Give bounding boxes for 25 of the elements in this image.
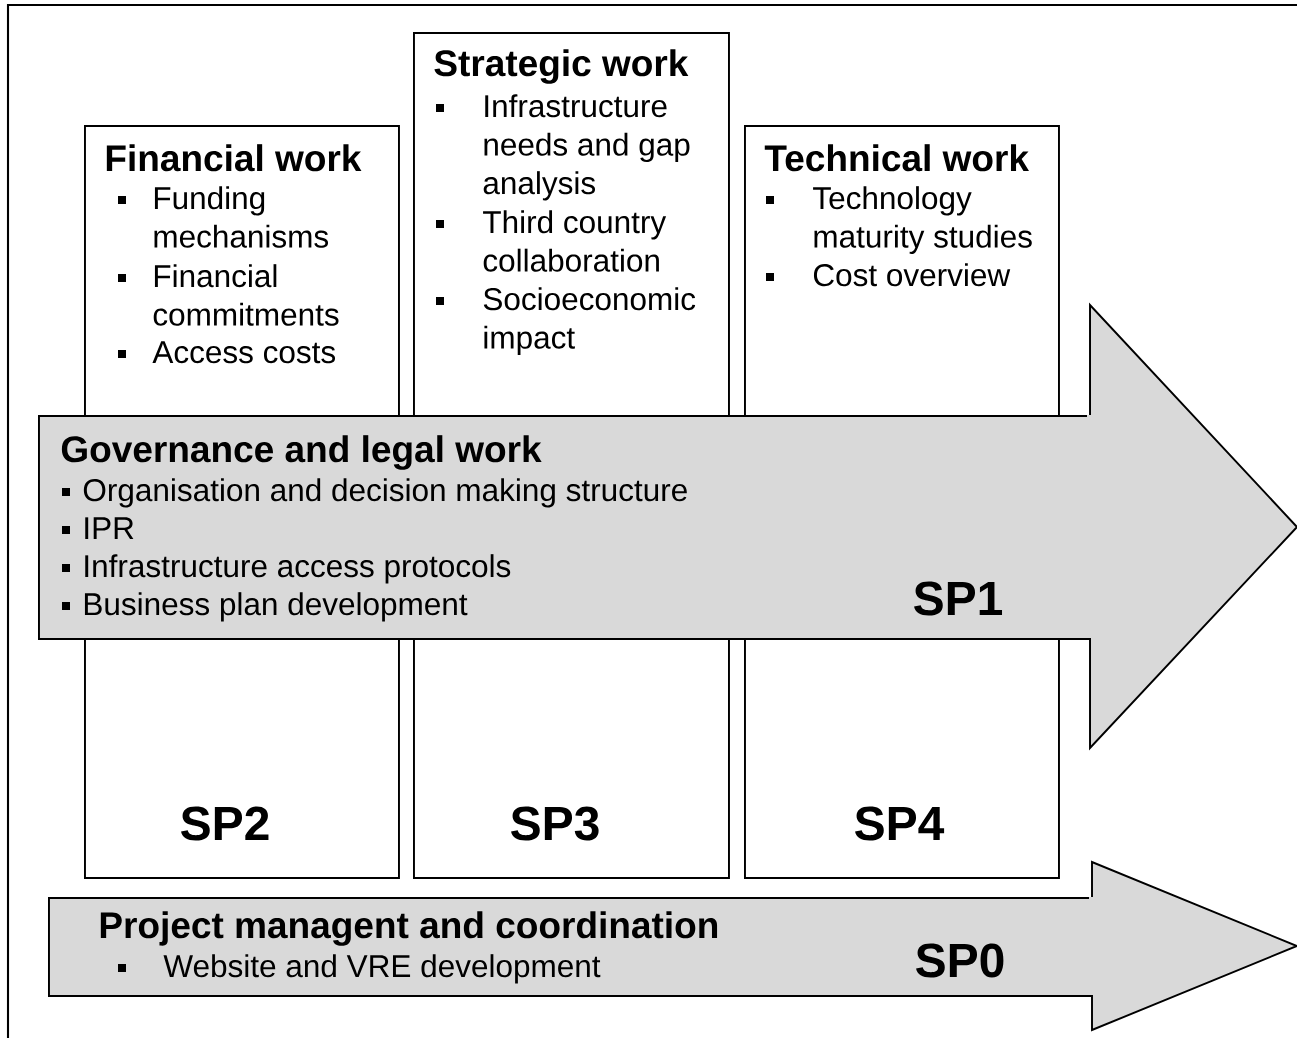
bullet-item: IPR bbox=[62, 517, 134, 539]
bullet-item: Cost overview bbox=[766, 263, 1011, 287]
heading: Governance and legal work bbox=[61, 435, 542, 470]
bullet-item: Infrastructure needs and gap analysis bbox=[436, 94, 690, 201]
bullet-item: Socioeconomic impact bbox=[436, 287, 696, 356]
bullet-item: Organisation and decision making structure bbox=[62, 478, 687, 508]
bullet-item: Funding mechanisms bbox=[118, 186, 329, 248]
heading: Strategic work bbox=[434, 49, 689, 84]
bullet-item: Financial commitments bbox=[118, 264, 339, 326]
heading: Project managent and coordination bbox=[100, 911, 718, 946]
subproject-label: SP1 bbox=[914, 581, 1003, 616]
subproject-label: SP4 bbox=[855, 806, 945, 841]
bullet-item: Business plan development bbox=[62, 592, 468, 622]
subproject-label: SP0 bbox=[916, 943, 1004, 978]
bullet-item: Technology maturity studies bbox=[766, 186, 1032, 255]
heading: Financial work bbox=[106, 144, 362, 172]
bullet-item: Website and VRE development bbox=[118, 954, 601, 984]
bullet-item: Third country collaboration bbox=[436, 210, 667, 272]
heading: Technical work bbox=[764, 144, 1029, 172]
arrow-band bbox=[38, 415, 1092, 640]
bullet-item: Infrastructure access protocols bbox=[62, 554, 511, 584]
arrow-band bbox=[48, 897, 1094, 997]
subproject-label: SP2 bbox=[181, 806, 269, 841]
subproject-label: SP3 bbox=[511, 806, 599, 841]
bullet-item: Access costs bbox=[118, 341, 336, 364]
